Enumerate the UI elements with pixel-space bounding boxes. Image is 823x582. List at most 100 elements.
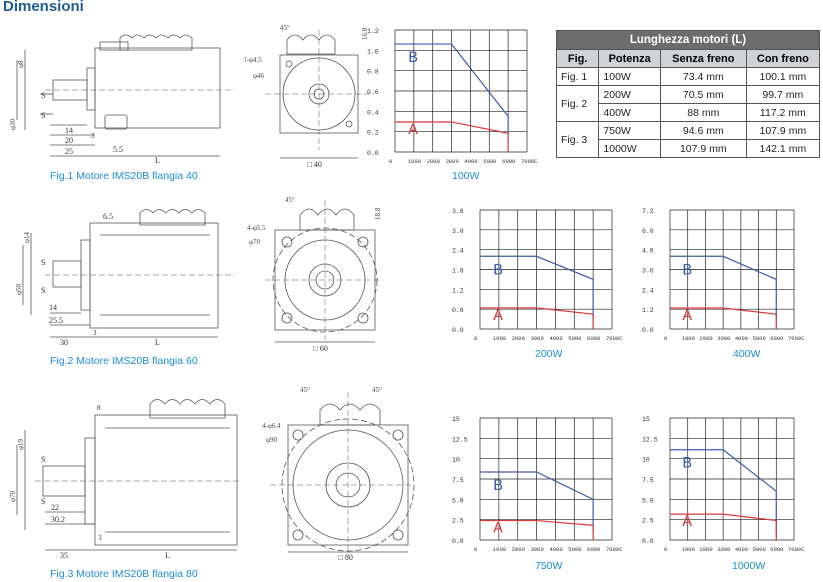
dim-14: 14 xyxy=(65,126,73,135)
dim-bolt-circle: φ70 xyxy=(249,238,261,246)
dim-pilot-dia: φ30 xyxy=(9,118,17,130)
y-tick-label: 15 xyxy=(452,416,460,423)
fig2-side-drawing: 6.5 φ14 φ50 S S 14 25.5 30 L 3 xyxy=(5,195,245,355)
x-tick-label: 7000C xyxy=(788,546,805,553)
y-tick-label: 7.5 xyxy=(452,477,464,484)
y-tick-label: 1.0 xyxy=(367,48,379,55)
series-label-a: A xyxy=(493,307,503,325)
y-tick-label: 1.8 xyxy=(452,268,464,275)
x-tick-label: 4000 xyxy=(549,335,562,342)
dim-angle: 45° xyxy=(280,24,290,32)
grid xyxy=(394,29,528,153)
chart-750w-caption: 750W xyxy=(535,560,563,572)
fig1-caption: Fig.1 Motore IMS20B flangia 40 xyxy=(50,170,198,182)
series-label-a: A xyxy=(408,121,418,139)
dim-25-5: 25.5 xyxy=(49,316,63,325)
dim-l: L xyxy=(155,338,160,347)
x-tick-label: 2000 xyxy=(699,546,712,553)
cell-fig: Fig. 1 xyxy=(555,67,600,86)
dim-pilot-dia: φ50 xyxy=(15,283,23,295)
y-tick-label: 0.4 xyxy=(367,109,379,116)
dim-30: 30 xyxy=(60,338,68,347)
x-tick-label: 5000 xyxy=(753,546,766,553)
dim-s-bottom: S xyxy=(41,286,45,295)
x-tick-label: 0 xyxy=(474,335,477,342)
x-tick-label: 7000C xyxy=(606,546,623,553)
x-tick-label: 0 xyxy=(474,546,477,553)
x-tick-label: 7000C xyxy=(521,158,538,165)
y-tick-label: 5.0 xyxy=(642,497,654,504)
series-line-a xyxy=(480,307,594,329)
dim-3: 3 xyxy=(91,132,95,140)
dim-shaft-dia: φ19 xyxy=(17,438,25,450)
x-tick-label: 3000 xyxy=(531,335,544,342)
series-label-b: B xyxy=(493,261,503,279)
dim-30-2: 30.2 xyxy=(51,515,65,524)
dim-3: 3 xyxy=(98,534,102,542)
y-tick-label: 0.2 xyxy=(367,130,379,137)
dim-22: 22 xyxy=(51,503,59,512)
dim-angle: 45° xyxy=(285,196,295,204)
y-tick-label: 0.0 xyxy=(452,327,464,334)
col-fig: Fig. xyxy=(555,49,600,68)
grid xyxy=(669,417,795,541)
dim-25: 25 xyxy=(65,147,73,156)
x-tick-label: 1000 xyxy=(682,546,695,553)
fig2-caption: Fig.2 Motore IMS20B flangia 60 xyxy=(50,355,198,367)
cell-brake: 99.7 mm xyxy=(745,85,821,104)
dim-pilot-dia: φ70 xyxy=(9,490,17,502)
cell-fig: Fig. 3 xyxy=(555,121,600,158)
cell-no-brake: 70.5 mm xyxy=(659,85,747,104)
fig2-front-drawing: 45° 4-φ5.5 φ70 18.8 □ 60 xyxy=(245,190,385,355)
x-tick-label: 4000 xyxy=(735,546,748,553)
cell-brake: 100.1 mm xyxy=(745,67,821,86)
dim-5-5: 5.5 xyxy=(113,145,123,154)
dim-20: 20 xyxy=(65,136,73,145)
x-tick-label: 5000 xyxy=(568,546,581,553)
y-tick-label: 0.6 xyxy=(367,89,379,96)
x-tick-label: 1000 xyxy=(493,335,506,342)
series-line-a xyxy=(480,519,594,540)
series-line-b xyxy=(480,471,594,532)
cell-power: 100W xyxy=(598,67,661,86)
series-line-a xyxy=(670,307,777,329)
table-row: 1000W 107.9 mm 142.1 mm xyxy=(557,139,821,158)
x-tick-label: 4000 xyxy=(549,546,562,553)
y-tick-label: 0.6 xyxy=(452,307,464,314)
y-tick-label: 0.0 xyxy=(642,538,654,545)
series-line-a xyxy=(670,513,777,540)
fig1-front-drawing: 45° 2-φ4.5 φ46 16.8 □ 40 xyxy=(243,20,375,170)
table-row: Fig. 3 750W 94.6 mm 107.9 mm xyxy=(555,121,821,158)
series-line-b xyxy=(670,255,777,320)
cell-fig: Fig. 2 xyxy=(555,85,600,122)
motor-length-table: Lunghezza motori (L) Fig. Potenza Senza … xyxy=(555,30,821,158)
dim-l: L xyxy=(165,551,170,560)
col-brake: Con freno xyxy=(745,49,821,68)
x-tick-label: 1000 xyxy=(682,335,695,342)
x-tick-label: 0 xyxy=(664,335,667,342)
cell-no-brake: 107.9 mm xyxy=(659,139,747,158)
y-tick-label: 3.0 xyxy=(452,228,464,235)
y-tick-label: 3.6 xyxy=(452,208,464,215)
series-line-b xyxy=(670,449,777,532)
grid xyxy=(479,417,613,541)
y-tick-label: 2.5 xyxy=(452,518,464,525)
dim-35: 35 xyxy=(60,551,68,560)
cell-power: 200W xyxy=(598,85,661,104)
x-tick-label: 6000 xyxy=(587,546,600,553)
dim-shaft-dia: φ8 xyxy=(17,60,25,68)
dim-s-bottom: S xyxy=(41,111,45,120)
dim-bolt-circle: φ46 xyxy=(253,72,265,80)
cell-power: 1000W xyxy=(598,139,661,158)
dim-angle-left: 45° xyxy=(300,386,310,394)
x-tick-label: 5000 xyxy=(568,335,581,342)
series-label-b: B xyxy=(408,49,418,67)
x-tick-label: 2000 xyxy=(512,335,525,342)
chart-100w-caption: 100W xyxy=(452,170,480,182)
dim-holes: 4-φ6.4 xyxy=(262,422,281,430)
x-tick-label: 2000 xyxy=(427,158,440,165)
